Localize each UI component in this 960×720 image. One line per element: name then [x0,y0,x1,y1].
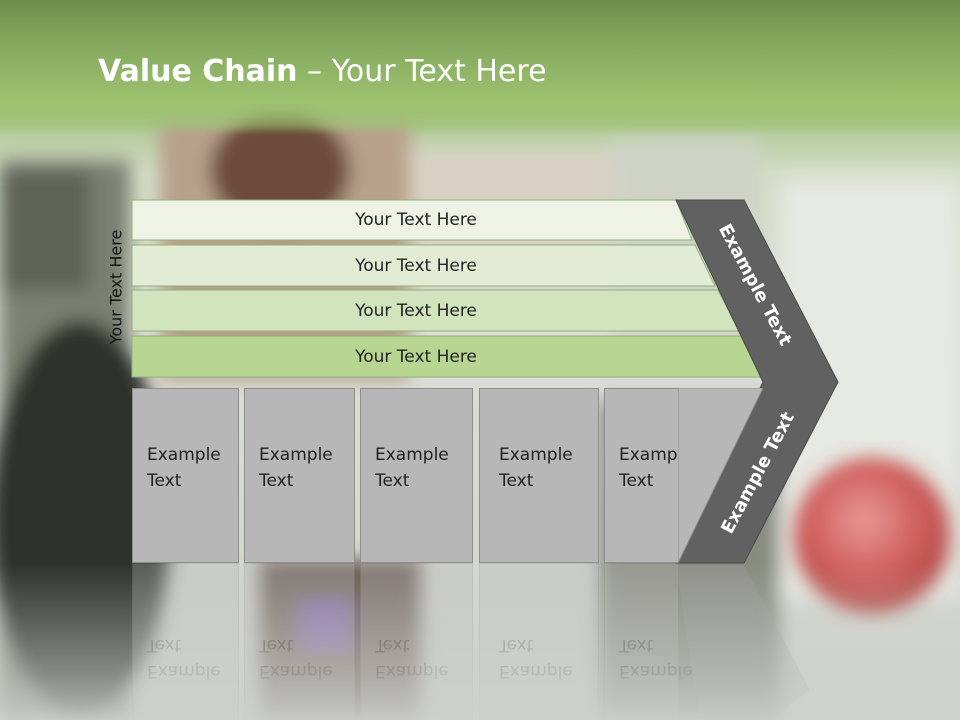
box-5-line1: Example [619,445,693,465]
box-3-line1: Example [375,445,449,465]
reflection-fade [0,563,960,720]
bar-2-shape [131,244,716,287]
page-title: Value Chain – Your Text Here [98,54,547,89]
title-rest: – Your Text Here [297,54,547,89]
box-2-line2: Text [259,471,294,491]
bar-label-1: Your Text Here [355,210,477,230]
bar-1-shape [131,199,693,241]
box-4-line2: Text [499,471,534,491]
box-3-line2: Text [375,471,410,491]
box-4-line1: Example [499,445,573,465]
box-5-slant [678,388,763,563]
bar-label-3: Your Text Here [355,301,477,321]
box-1-line1: Example [147,445,221,465]
box-5-line2: Text [619,471,654,491]
box-1-line2: Text [147,471,182,491]
title-bold: Value Chain [98,54,298,89]
box-2-line1: Example [259,445,333,465]
bar-label-2: Your Text Here [355,256,477,276]
bar-label-4: Your Text Here [355,347,477,367]
header-band [0,0,960,135]
